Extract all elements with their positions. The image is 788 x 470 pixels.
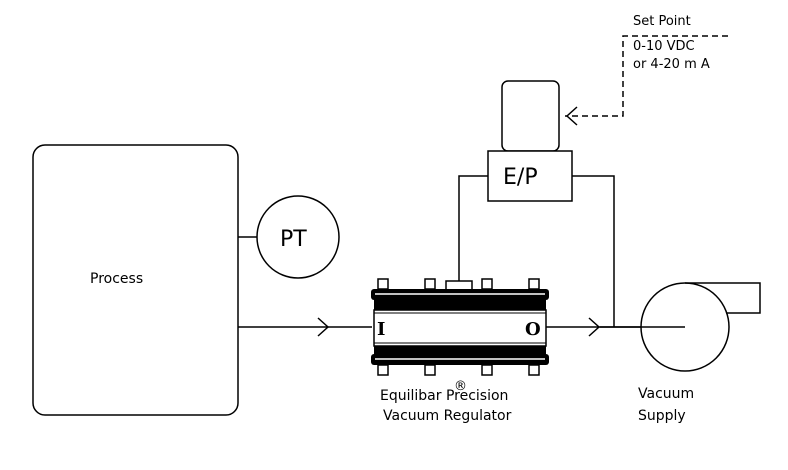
ep-transducer (487, 150, 573, 202)
vacuum-label-line1: Vacuum (638, 386, 694, 402)
regulator-center-body (373, 309, 547, 347)
regulator-middle (374, 300, 546, 310)
regulator-bolt (528, 364, 540, 376)
vacuum-pump-outlet (685, 282, 761, 314)
regulator-caption-line2: Vacuum Regulator (383, 408, 512, 424)
regulator-bolt (481, 364, 493, 376)
flow-arrow-out (588, 317, 601, 337)
ep-label: E/P (503, 165, 538, 190)
regulator-inlet-label: I (377, 319, 385, 340)
pt-transmitter (256, 195, 340, 279)
regulator-bolt (424, 278, 436, 290)
setpoint-range-2: or 4-20 m A (633, 57, 710, 72)
regulator-bolt (528, 278, 540, 290)
regulator-pilot-port (445, 280, 473, 291)
ep-vacuum-line (572, 175, 615, 327)
process-vessel (32, 144, 239, 416)
flow-arrow-in (317, 317, 330, 337)
setpoint-signal-line (565, 35, 728, 117)
regulator-lower (374, 346, 546, 354)
ep-actuator-top (501, 80, 560, 152)
setpoint-arrow (565, 106, 578, 126)
regulator-bolt (377, 364, 389, 376)
regulator-bolt (424, 364, 436, 376)
regulator-bolt (481, 278, 493, 290)
regulator-bolt (377, 278, 389, 290)
ep-pilot-line (458, 175, 488, 281)
equilibar-regulator: I O (371, 278, 549, 376)
vacuum-label-line2: Supply (638, 408, 686, 424)
setpoint-range-1: 0-10 VDC (633, 39, 695, 54)
regulator-caption-line1: Equilibar Precision (380, 388, 508, 404)
process-label: Process (90, 271, 143, 287)
pt-label: PT (280, 227, 307, 252)
setpoint-title: Set Point (633, 14, 691, 29)
registered-mark: ® (454, 379, 467, 394)
regulator-outlet-label: O (525, 319, 541, 340)
